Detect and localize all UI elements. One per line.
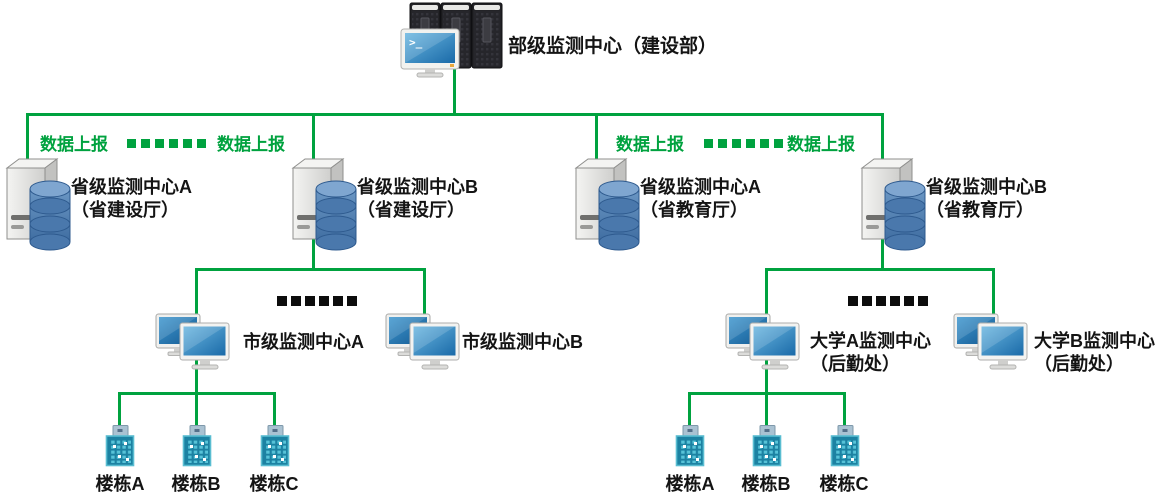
connector-line — [26, 113, 884, 116]
building-label: 楼栋B — [741, 474, 791, 494]
report-label: 数据上报 — [787, 135, 855, 154]
university-node-label: 大学A监测中心 （后勤处） — [810, 331, 931, 374]
province-node-label: 省级监测中心A （省建设厅） — [71, 177, 192, 220]
server-database-icon — [573, 158, 641, 252]
report-ellipsis-dots — [704, 139, 788, 148]
city-node-label: 市级监测中心B — [462, 332, 583, 352]
ellipsis-dots — [848, 296, 932, 306]
building-label: 楼栋A — [95, 474, 145, 494]
connector-line — [118, 392, 121, 428]
dual-monitor-icon — [385, 313, 467, 371]
report-ellipsis-dots — [127, 139, 211, 148]
building-icon — [105, 425, 135, 467]
ellipsis-dots — [277, 296, 361, 306]
server-rack-terminal-icon: >_ — [400, 2, 504, 78]
dual-monitor-icon — [155, 313, 237, 371]
connector-line — [26, 113, 29, 175]
connector-line — [195, 268, 426, 271]
connector-line — [595, 113, 598, 175]
connector-line — [453, 66, 456, 114]
building-label: 楼栋A — [665, 474, 715, 494]
report-label: 数据上报 — [217, 135, 285, 154]
city-node-label: 市级监测中心A — [243, 332, 364, 352]
building-icon — [752, 425, 782, 467]
building-icon — [675, 425, 705, 467]
building-label: 楼栋C — [249, 474, 299, 494]
connector-line — [843, 392, 846, 428]
connector-line — [423, 268, 426, 332]
report-label: 数据上报 — [40, 135, 108, 154]
connector-line — [195, 392, 198, 428]
svg-text:>_: >_ — [409, 36, 423, 49]
connector-line — [992, 268, 995, 332]
server-database-icon — [290, 158, 358, 252]
server-database-icon — [4, 158, 72, 252]
province-node-label: 省级监测中心A （省教育厅） — [640, 177, 761, 220]
server-database-icon — [859, 158, 927, 252]
province-node-label: 省级监测中心B （省教育厅） — [926, 177, 1047, 220]
connector-line — [765, 392, 768, 428]
university-node-label: 大学B监测中心 （后勤处） — [1034, 331, 1155, 374]
connector-line — [765, 268, 995, 271]
building-icon — [182, 425, 212, 467]
dual-monitor-icon — [953, 313, 1035, 371]
dual-monitor-icon — [725, 313, 807, 371]
report-label: 数据上报 — [616, 135, 684, 154]
connector-line — [688, 392, 691, 428]
province-node-label: 省级监测中心B （省建设厅） — [357, 177, 478, 220]
root-node-label: 部级监测中心（建设部） — [508, 36, 718, 57]
connector-line — [273, 392, 276, 428]
building-label: 楼栋C — [819, 474, 869, 494]
building-icon — [830, 425, 860, 467]
building-label: 楼栋B — [171, 474, 221, 494]
building-icon — [260, 425, 290, 467]
